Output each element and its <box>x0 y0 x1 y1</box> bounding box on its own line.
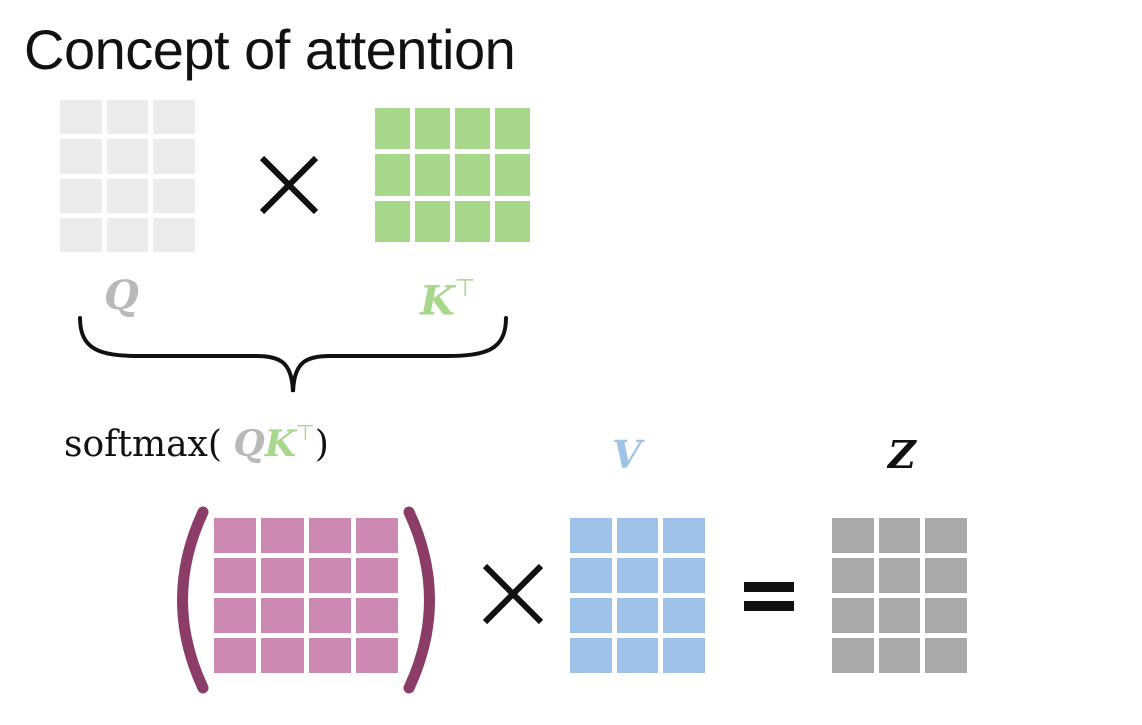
matrix-z <box>832 518 967 673</box>
matrix-cell <box>261 558 304 593</box>
matrix-cell <box>878 518 921 553</box>
slide-title: Concept of attention <box>24 18 516 81</box>
matrix-cell <box>355 598 398 633</box>
matrix-cell <box>495 200 530 242</box>
matrix-cell <box>663 598 705 633</box>
matrix-cell <box>60 100 102 135</box>
matrix-cell <box>878 598 921 633</box>
matrix-cell <box>261 598 304 633</box>
label-q-text: Q <box>104 272 139 319</box>
matrix-cell <box>570 598 612 633</box>
matrix-q <box>60 100 195 252</box>
softmax-k-text: K <box>264 423 296 465</box>
matrix-cell <box>355 558 398 593</box>
equals-sign <box>744 582 794 611</box>
matrix-cell <box>106 100 149 135</box>
matrix-cell <box>106 178 149 213</box>
matrix-softmax-qk <box>214 518 398 673</box>
matrix-cell <box>60 139 102 174</box>
matrix-cell <box>214 558 257 593</box>
matrix-cell <box>415 200 450 242</box>
softmax-close-paren: ) <box>314 424 329 465</box>
matrix-cell <box>308 598 351 633</box>
matrix-cell <box>375 154 410 196</box>
matrix-cell <box>214 518 257 553</box>
matrix-cell <box>355 518 398 553</box>
multiply-sign-2 <box>482 563 544 625</box>
matrix-cell <box>153 217 195 252</box>
right-bracket <box>403 506 435 694</box>
label-k-text: K <box>420 277 455 325</box>
matrix-cell <box>60 217 102 252</box>
matrix-cell <box>663 558 705 593</box>
matrix-cell <box>925 598 967 633</box>
matrix-cell <box>455 154 490 196</box>
matrix-cell <box>570 558 612 593</box>
matrix-cell <box>616 518 659 553</box>
matrix-cell <box>355 638 398 673</box>
matrix-cell <box>663 638 705 673</box>
matrix-v <box>570 518 705 673</box>
matrix-cell <box>261 518 304 553</box>
matrix-cell <box>495 108 530 150</box>
matrix-cell <box>308 518 351 553</box>
softmax-transpose-symbol: ⊤ <box>296 420 315 446</box>
matrix-cell <box>925 558 967 593</box>
matrix-cell <box>261 638 304 673</box>
matrix-cell <box>878 558 921 593</box>
underbrace <box>78 316 508 393</box>
matrix-cell <box>663 518 705 553</box>
matrix-cell <box>375 200 410 242</box>
matrix-cell <box>832 518 874 553</box>
matrix-cell <box>616 558 659 593</box>
softmax-open-paren: ( <box>207 424 222 465</box>
matrix-cell <box>925 638 967 673</box>
matrix-cell <box>214 598 257 633</box>
matrix-cell <box>455 200 490 242</box>
matrix-cell <box>878 638 921 673</box>
matrix-cell <box>106 139 149 174</box>
matrix-cell <box>106 217 149 252</box>
matrix-cell <box>832 638 874 673</box>
matrix-cell <box>832 558 874 593</box>
matrix-cell <box>616 598 659 633</box>
matrix-cell <box>925 518 967 553</box>
left-bracket <box>177 506 209 694</box>
label-z: Z <box>888 432 916 477</box>
matrix-cell <box>153 178 195 213</box>
softmax-expression: softmax( QK⊤) <box>64 420 329 465</box>
multiply-sign-1 <box>259 155 319 215</box>
matrix-cell <box>570 638 612 673</box>
transpose-symbol: ⊤ <box>454 274 476 303</box>
matrix-cell <box>455 108 490 150</box>
matrix-cell <box>570 518 612 553</box>
matrix-cell <box>616 638 659 673</box>
matrix-cell <box>375 108 410 150</box>
matrix-cell <box>214 638 257 673</box>
matrix-cell <box>308 638 351 673</box>
matrix-cell <box>832 598 874 633</box>
matrix-k-transpose <box>375 108 530 242</box>
matrix-cell <box>153 139 195 174</box>
matrix-cell <box>60 178 102 213</box>
label-q: Q <box>104 276 139 316</box>
softmax-k: K⊤ <box>264 420 315 465</box>
label-k-transpose: K⊤ <box>420 276 476 325</box>
matrix-cell <box>415 108 450 150</box>
matrix-cell <box>495 154 530 196</box>
label-v: V <box>612 432 642 477</box>
matrix-cell <box>153 100 195 135</box>
softmax-func: softmax <box>64 424 208 465</box>
softmax-q: Q <box>233 423 265 465</box>
matrix-cell <box>308 558 351 593</box>
matrix-cell <box>415 154 450 196</box>
